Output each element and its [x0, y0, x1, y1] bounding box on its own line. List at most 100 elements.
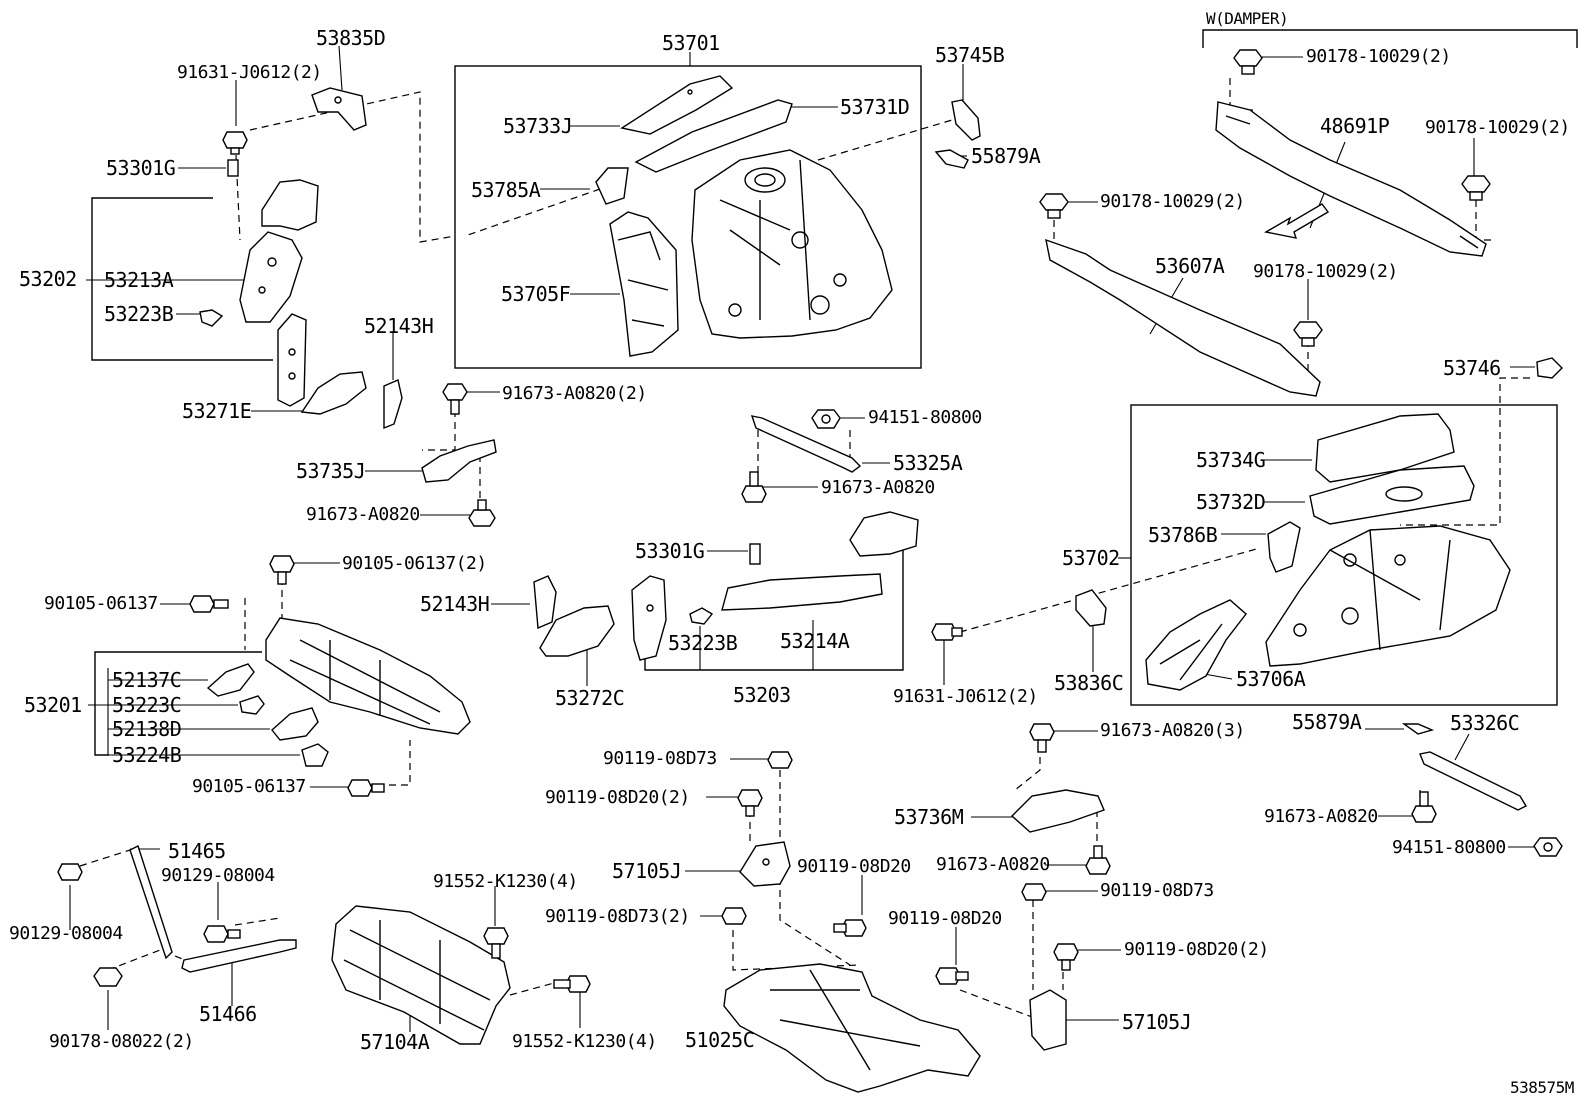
label-52138D[interactable]: 52138D [112, 717, 182, 741]
label-90178-10029-a[interactable]: 90178-10029(2) [1306, 46, 1451, 67]
label-53213A[interactable]: 53213A [104, 268, 174, 292]
label-57105J-right[interactable]: 57105J [1122, 1010, 1192, 1034]
part-53271E [300, 371, 367, 415]
label-53301G-top[interactable]: 53301G [106, 156, 176, 180]
label-53706A[interactable]: 53706A [1236, 667, 1306, 691]
label-90119-08D20-2b[interactable]: 90119-08D20(2) [1124, 939, 1269, 960]
label-53325A[interactable]: 53325A [893, 451, 963, 475]
label-90105-06137-b[interactable]: 90105-06137 [192, 776, 306, 797]
nut-90178-c [1039, 193, 1069, 219]
bracket-w-damper [1202, 29, 1578, 48]
label-91673-A0820-3[interactable]: 91673-A0820(3) [1100, 720, 1245, 741]
label-53701[interactable]: 53701 [662, 31, 720, 55]
part-53223C [239, 695, 265, 715]
label-53785A[interactable]: 53785A [471, 178, 541, 202]
nut-90178-d [1293, 321, 1323, 347]
bolt-90119-08D20-2b [1053, 943, 1079, 971]
label-53746[interactable]: 53746 [1443, 356, 1501, 380]
part-53705F [609, 211, 679, 357]
label-94151-80800-top[interactable]: 94151-80800 [868, 407, 982, 428]
label-57105J-left[interactable]: 57105J [612, 859, 682, 883]
part-53732D [1309, 465, 1475, 525]
label-91552-K1230-a[interactable]: 91552-K1230(4) [433, 871, 578, 892]
label-90129-08004-b[interactable]: 90129-08004 [9, 923, 123, 944]
part-53325A [750, 415, 862, 473]
bolt-90105-2 [269, 555, 295, 585]
label-91673-A0820-2[interactable]: 91673-A0820(2) [502, 383, 647, 404]
label-90119-08D73-2[interactable]: 90119-08D73(2) [545, 906, 690, 927]
label-53224B[interactable]: 53224B [112, 743, 182, 767]
leader-lines [69, 45, 1540, 1051]
label-53734G[interactable]: 53734G [1196, 448, 1266, 472]
part-53731D [634, 99, 793, 173]
part-52137C [206, 663, 255, 697]
part-57104A [331, 905, 511, 1045]
bolt-91673-A0820-a [468, 499, 496, 527]
label-91631-J0612-top[interactable]: 91631-J0612(2) [177, 62, 322, 83]
label-55879A-top[interactable]: 55879A [971, 144, 1041, 168]
nut-90178-a [1233, 49, 1263, 75]
label-90105-06137-a[interactable]: 90105-06137 [44, 593, 158, 614]
label-53223C[interactable]: 53223C [112, 693, 182, 717]
label-53735J[interactable]: 53735J [296, 459, 366, 483]
label-53203[interactable]: 53203 [733, 683, 791, 707]
part-53746 [1536, 357, 1563, 379]
label-53731D[interactable]: 53731D [840, 95, 910, 119]
label-53733J[interactable]: 53733J [503, 114, 573, 138]
label-94151-80800-bottom[interactable]: 94151-80800 [1392, 837, 1506, 858]
label-53223B-mid[interactable]: 53223B [668, 631, 738, 655]
label-91673-A0820-c[interactable]: 91673-A0820 [936, 854, 1050, 875]
label-51465[interactable]: 51465 [168, 839, 226, 863]
label-91673-A0820-b[interactable]: 91673-A0820 [821, 477, 935, 498]
part-53272C [539, 605, 615, 657]
part-51025C [723, 963, 981, 1093]
label-90178-10029-d[interactable]: 90178-10029(2) [1253, 261, 1398, 282]
label-53607A[interactable]: 53607A [1155, 254, 1225, 278]
label-90178-08022-2[interactable]: 90178-08022(2) [49, 1031, 194, 1052]
label-51466[interactable]: 51466 [199, 1002, 257, 1026]
part-52138D [271, 707, 319, 741]
label-53732D[interactable]: 53732D [1196, 490, 1266, 514]
label-51025C[interactable]: 51025C [685, 1028, 755, 1052]
label-53836C[interactable]: 53836C [1054, 671, 1124, 695]
label-91631-J0612-mid[interactable]: 91631-J0612(2) [893, 686, 1038, 707]
label-48691P[interactable]: 48691P [1320, 114, 1390, 138]
label-53745B[interactable]: 53745B [935, 43, 1005, 67]
label-90178-10029-b[interactable]: 90178-10029(2) [1425, 117, 1570, 138]
label-53214A[interactable]: 53214A [780, 629, 850, 653]
label-52143H-top[interactable]: 52143H [364, 314, 434, 338]
label-90119-08D20-a[interactable]: 90119-08D20 [797, 856, 911, 877]
label-90178-10029-c[interactable]: 90178-10029(2) [1100, 191, 1245, 212]
label-53201[interactable]: 53201 [24, 693, 82, 717]
label-53786B[interactable]: 53786B [1148, 523, 1218, 547]
label-53223B-left[interactable]: 53223B [104, 302, 174, 326]
label-53301G-mid[interactable]: 53301G [635, 539, 705, 563]
label-53202[interactable]: 53202 [19, 267, 77, 291]
part-48691P [1215, 101, 1487, 257]
label-53702[interactable]: 53702 [1062, 546, 1120, 570]
label-52137C[interactable]: 52137C [112, 668, 182, 692]
part-57105J-left [739, 841, 791, 887]
label-91673-A0820-a[interactable]: 91673-A0820 [306, 504, 420, 525]
label-52143H-mid[interactable]: 52143H [420, 592, 490, 616]
label-53835D[interactable]: 53835D [316, 26, 386, 50]
bolt-90119-08D73-b [1021, 883, 1047, 901]
label-53736M[interactable]: 53736M [894, 805, 964, 829]
label-55879A-right[interactable]: 55879A [1292, 710, 1362, 734]
label-57104A[interactable]: 57104A [360, 1030, 430, 1054]
label-90119-08D20-b[interactable]: 90119-08D20 [888, 908, 1002, 929]
label-53705F[interactable]: 53705F [501, 282, 571, 306]
label-90129-08004-a[interactable]: 90129-08004 [161, 865, 275, 886]
label-91552-K1230-b[interactable]: 91552-K1230(4) [512, 1031, 657, 1052]
label-90119-08D73-b[interactable]: 90119-08D73 [1100, 880, 1214, 901]
bolt-90129-a [57, 863, 83, 881]
label-90119-08D20-2a[interactable]: 90119-08D20(2) [545, 787, 690, 808]
bolt-90129-b [203, 925, 241, 943]
label-91673-A0820-d[interactable]: 91673-A0820 [1264, 806, 1378, 827]
label-90119-08D73-a[interactable]: 90119-08D73 [603, 748, 717, 769]
label-53271E[interactable]: 53271E [182, 399, 252, 423]
label-53272C[interactable]: 53272C [555, 686, 625, 710]
label-53326C[interactable]: 53326C [1450, 711, 1520, 735]
nut-90178-b [1461, 175, 1491, 201]
label-90105-06137-2[interactable]: 90105-06137(2) [342, 553, 487, 574]
